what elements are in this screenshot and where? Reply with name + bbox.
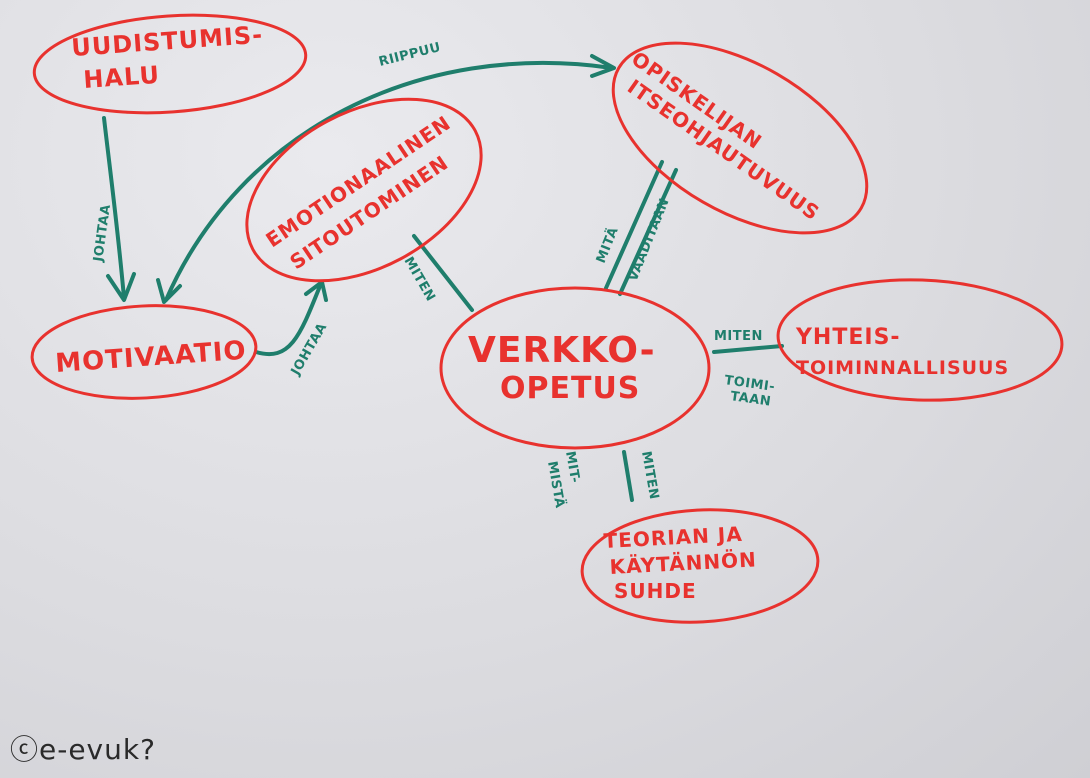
node-verkko-line2: OPETUS — [500, 371, 640, 406]
node-uudistumishalu-line2: HALU — [82, 61, 160, 94]
edge-label-johtaa-1: JOHTAA — [91, 203, 114, 263]
edge-label-riippuu: RIIPPUU — [377, 40, 442, 70]
edge-opiskelijan-verkko — [604, 160, 664, 290]
node-verkko-line1: VERKKO- — [468, 330, 656, 371]
edge-label-miten-teorian: MITEN — [638, 450, 661, 501]
edge-arrowhead — [590, 54, 616, 78]
edge-label-miten-yhteis: MITEN — [714, 329, 763, 344]
edge-arrowhead — [106, 272, 136, 302]
node-verkko-shape — [439, 286, 711, 450]
node-yhteis-line2: TOIMINNALLISUUS — [796, 357, 1009, 379]
node-opiskelijan-line2: ITSEOHJAUTUVUUS — [623, 74, 824, 225]
edge-arrowhead — [156, 278, 182, 304]
node-teorian-shape — [580, 508, 820, 624]
edge-label-mista-1: MIT- — [562, 450, 582, 484]
edge-verkko-teorian — [622, 450, 634, 502]
edge-label-toimitaan-2: TAAN — [729, 389, 772, 410]
node-opiskelijan-shape — [611, 41, 869, 235]
node-teorian-line2: KÄYTÄNNÖN — [609, 547, 757, 579]
edge-verkko-yhteis — [712, 344, 784, 354]
node-yhteis-shape — [776, 278, 1064, 402]
edge-uudistumishalu-motivaatio — [102, 116, 126, 300]
edge-emotionaalinen-verkko — [412, 234, 474, 312]
edge-riippuu — [164, 60, 614, 302]
node-motivaatio-line1: MOTIVAATIO — [54, 336, 247, 379]
node-teorian-line3: SUHDE — [614, 579, 697, 603]
edge-label-johtaa-2: JOHTAA — [288, 320, 330, 378]
node-yhteis-line1: YHTEIS- — [795, 325, 901, 350]
edge-motivaatio-emotionaalinen — [254, 284, 322, 356]
copyright-signature: ⓒe-evuk? — [10, 733, 156, 766]
edge-label-mita-2: VAADITAAN — [626, 196, 673, 283]
node-emotionaalinen-shape — [245, 97, 483, 283]
edge-label-toimitaan-1: TOIMI- — [723, 373, 776, 395]
node-uudistumishalu-shape — [32, 13, 308, 115]
node-motivaatio-shape — [30, 304, 258, 400]
edge-opiskelijan-verkko-2 — [618, 168, 678, 296]
edge-label-mista-2: MISTÄ — [544, 460, 568, 510]
